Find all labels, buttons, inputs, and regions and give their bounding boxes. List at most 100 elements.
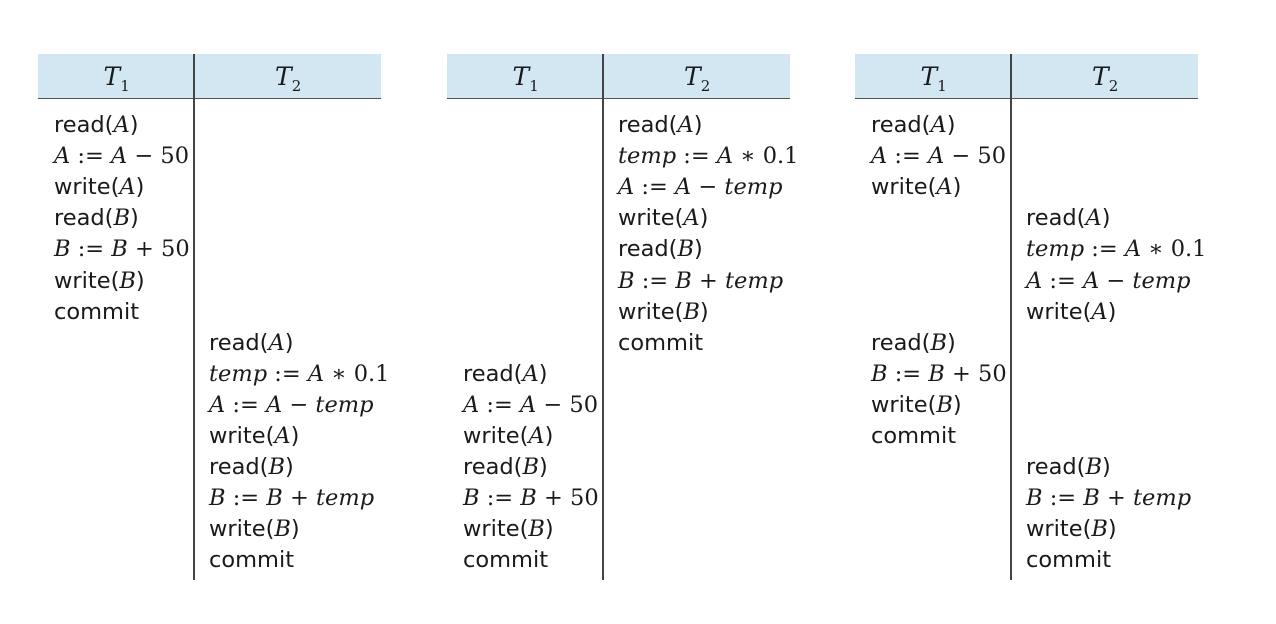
variable: A: [520, 391, 537, 418]
variable: B: [54, 236, 71, 263]
expression: − 50: [536, 391, 599, 418]
schedule-step: write(B): [618, 297, 709, 328]
schedule-step: commit: [463, 545, 548, 576]
variable: B: [119, 267, 136, 294]
variable: B: [930, 329, 947, 356]
schedule-step: write(A): [871, 172, 961, 203]
variable: A: [930, 112, 947, 138]
variable: A: [677, 112, 694, 138]
schedule-step: B := B + 50: [871, 359, 1007, 390]
variable: temp: [725, 267, 784, 294]
column-subscript: 1: [529, 77, 539, 95]
schedule-step: A := A − temp: [209, 390, 374, 421]
schedule-step: read(B): [209, 452, 294, 483]
schedule-step: temp := A ∗ 0.1: [618, 141, 799, 172]
operation-keyword: write(: [1026, 298, 1092, 325]
schedule-step: temp := A ∗ 0.1: [209, 359, 390, 390]
variable: B: [675, 267, 692, 294]
variable: A: [1091, 298, 1108, 325]
column-symbol: T: [275, 62, 292, 91]
operation-keyword: ): [538, 360, 548, 387]
schedule-step: B := B + 50: [463, 483, 599, 514]
column-symbol: T: [1092, 62, 1109, 91]
operation-keyword: ): [135, 267, 145, 294]
operation-keyword: read(: [1026, 205, 1086, 232]
operation-keyword: write(: [618, 205, 684, 232]
column-header-t1: T1: [921, 62, 947, 95]
schedule-step: write(B): [209, 514, 300, 545]
expression: :=: [1042, 267, 1083, 294]
schedule-step: write(A): [1026, 297, 1116, 328]
schedule-step: read(A): [1026, 203, 1110, 234]
schedule-step: write(B): [54, 266, 145, 297]
operation-keyword: read(: [463, 360, 523, 387]
schedule-step: write(A): [54, 172, 144, 203]
variable: A: [1083, 267, 1100, 294]
variable: A: [1124, 236, 1142, 263]
expression: :=: [479, 391, 520, 418]
variable: B: [936, 391, 953, 418]
variable: A: [871, 143, 888, 170]
variable: temp: [1133, 485, 1192, 512]
column-header-t2: T2: [1092, 62, 1118, 95]
operation-keyword: ): [952, 391, 962, 418]
operation-keyword: ): [129, 112, 139, 138]
schedule-step: B := B + temp: [1026, 483, 1191, 514]
schedule-step: A := A − 50: [54, 141, 189, 172]
variable: B: [1085, 454, 1102, 481]
schedule-header: [447, 54, 790, 99]
expression: :=: [887, 360, 929, 387]
variable: A: [528, 423, 545, 449]
operation-keyword: write(: [209, 516, 275, 543]
operation-keyword: ): [130, 205, 139, 232]
expression: + 50: [127, 236, 190, 263]
operation-keyword: ): [952, 174, 962, 201]
variable: B: [871, 360, 888, 387]
operation-keyword: read(: [618, 236, 678, 263]
operation-keyword: ): [290, 516, 300, 543]
variable: B: [1083, 485, 1100, 512]
expression: :=: [225, 485, 267, 512]
expression: :=: [887, 143, 928, 170]
schedule-step: write(A): [463, 421, 553, 452]
schedule-step: temp := A ∗ 0.1: [1026, 234, 1207, 265]
variable: B: [520, 485, 537, 512]
column-header-t1: T1: [104, 62, 130, 95]
operation-keyword: read(: [871, 329, 931, 356]
variable: A: [268, 329, 285, 356]
operation-keyword: write(: [463, 423, 529, 449]
operation-keyword: ): [1107, 298, 1117, 325]
column-subscript: 2: [291, 77, 302, 95]
expression: − 50: [127, 143, 190, 170]
schedule-step: write(A): [618, 203, 708, 234]
operation-keyword: ): [947, 329, 956, 356]
column-subscript: 1: [937, 77, 947, 95]
schedule-step: read(A): [871, 110, 955, 141]
variable: B: [928, 360, 945, 387]
variable: A: [119, 174, 136, 201]
expression: :=: [1042, 485, 1084, 512]
operation-keyword: commit: [54, 298, 140, 325]
variable: B: [268, 454, 285, 481]
operation-keyword: ): [1107, 516, 1117, 543]
schedule-step: read(B): [54, 203, 139, 234]
operation-keyword: ): [699, 205, 709, 232]
operation-keyword: commit: [463, 547, 549, 574]
schedule-step: commit: [871, 421, 956, 452]
expression: :=: [479, 485, 521, 512]
schedule-step: read(B): [463, 452, 548, 483]
expression: +: [1099, 485, 1134, 512]
operation-keyword: read(: [209, 454, 269, 481]
variable: B: [274, 516, 291, 543]
variable: A: [209, 391, 226, 418]
variable: A: [463, 391, 480, 418]
expression: :=: [267, 360, 308, 387]
schedule-header: [38, 54, 381, 99]
schedule-step: read(B): [871, 328, 956, 359]
variable: B: [618, 267, 635, 294]
variable: B: [522, 454, 539, 481]
operation-keyword: ): [544, 423, 554, 449]
variable: A: [54, 143, 71, 170]
